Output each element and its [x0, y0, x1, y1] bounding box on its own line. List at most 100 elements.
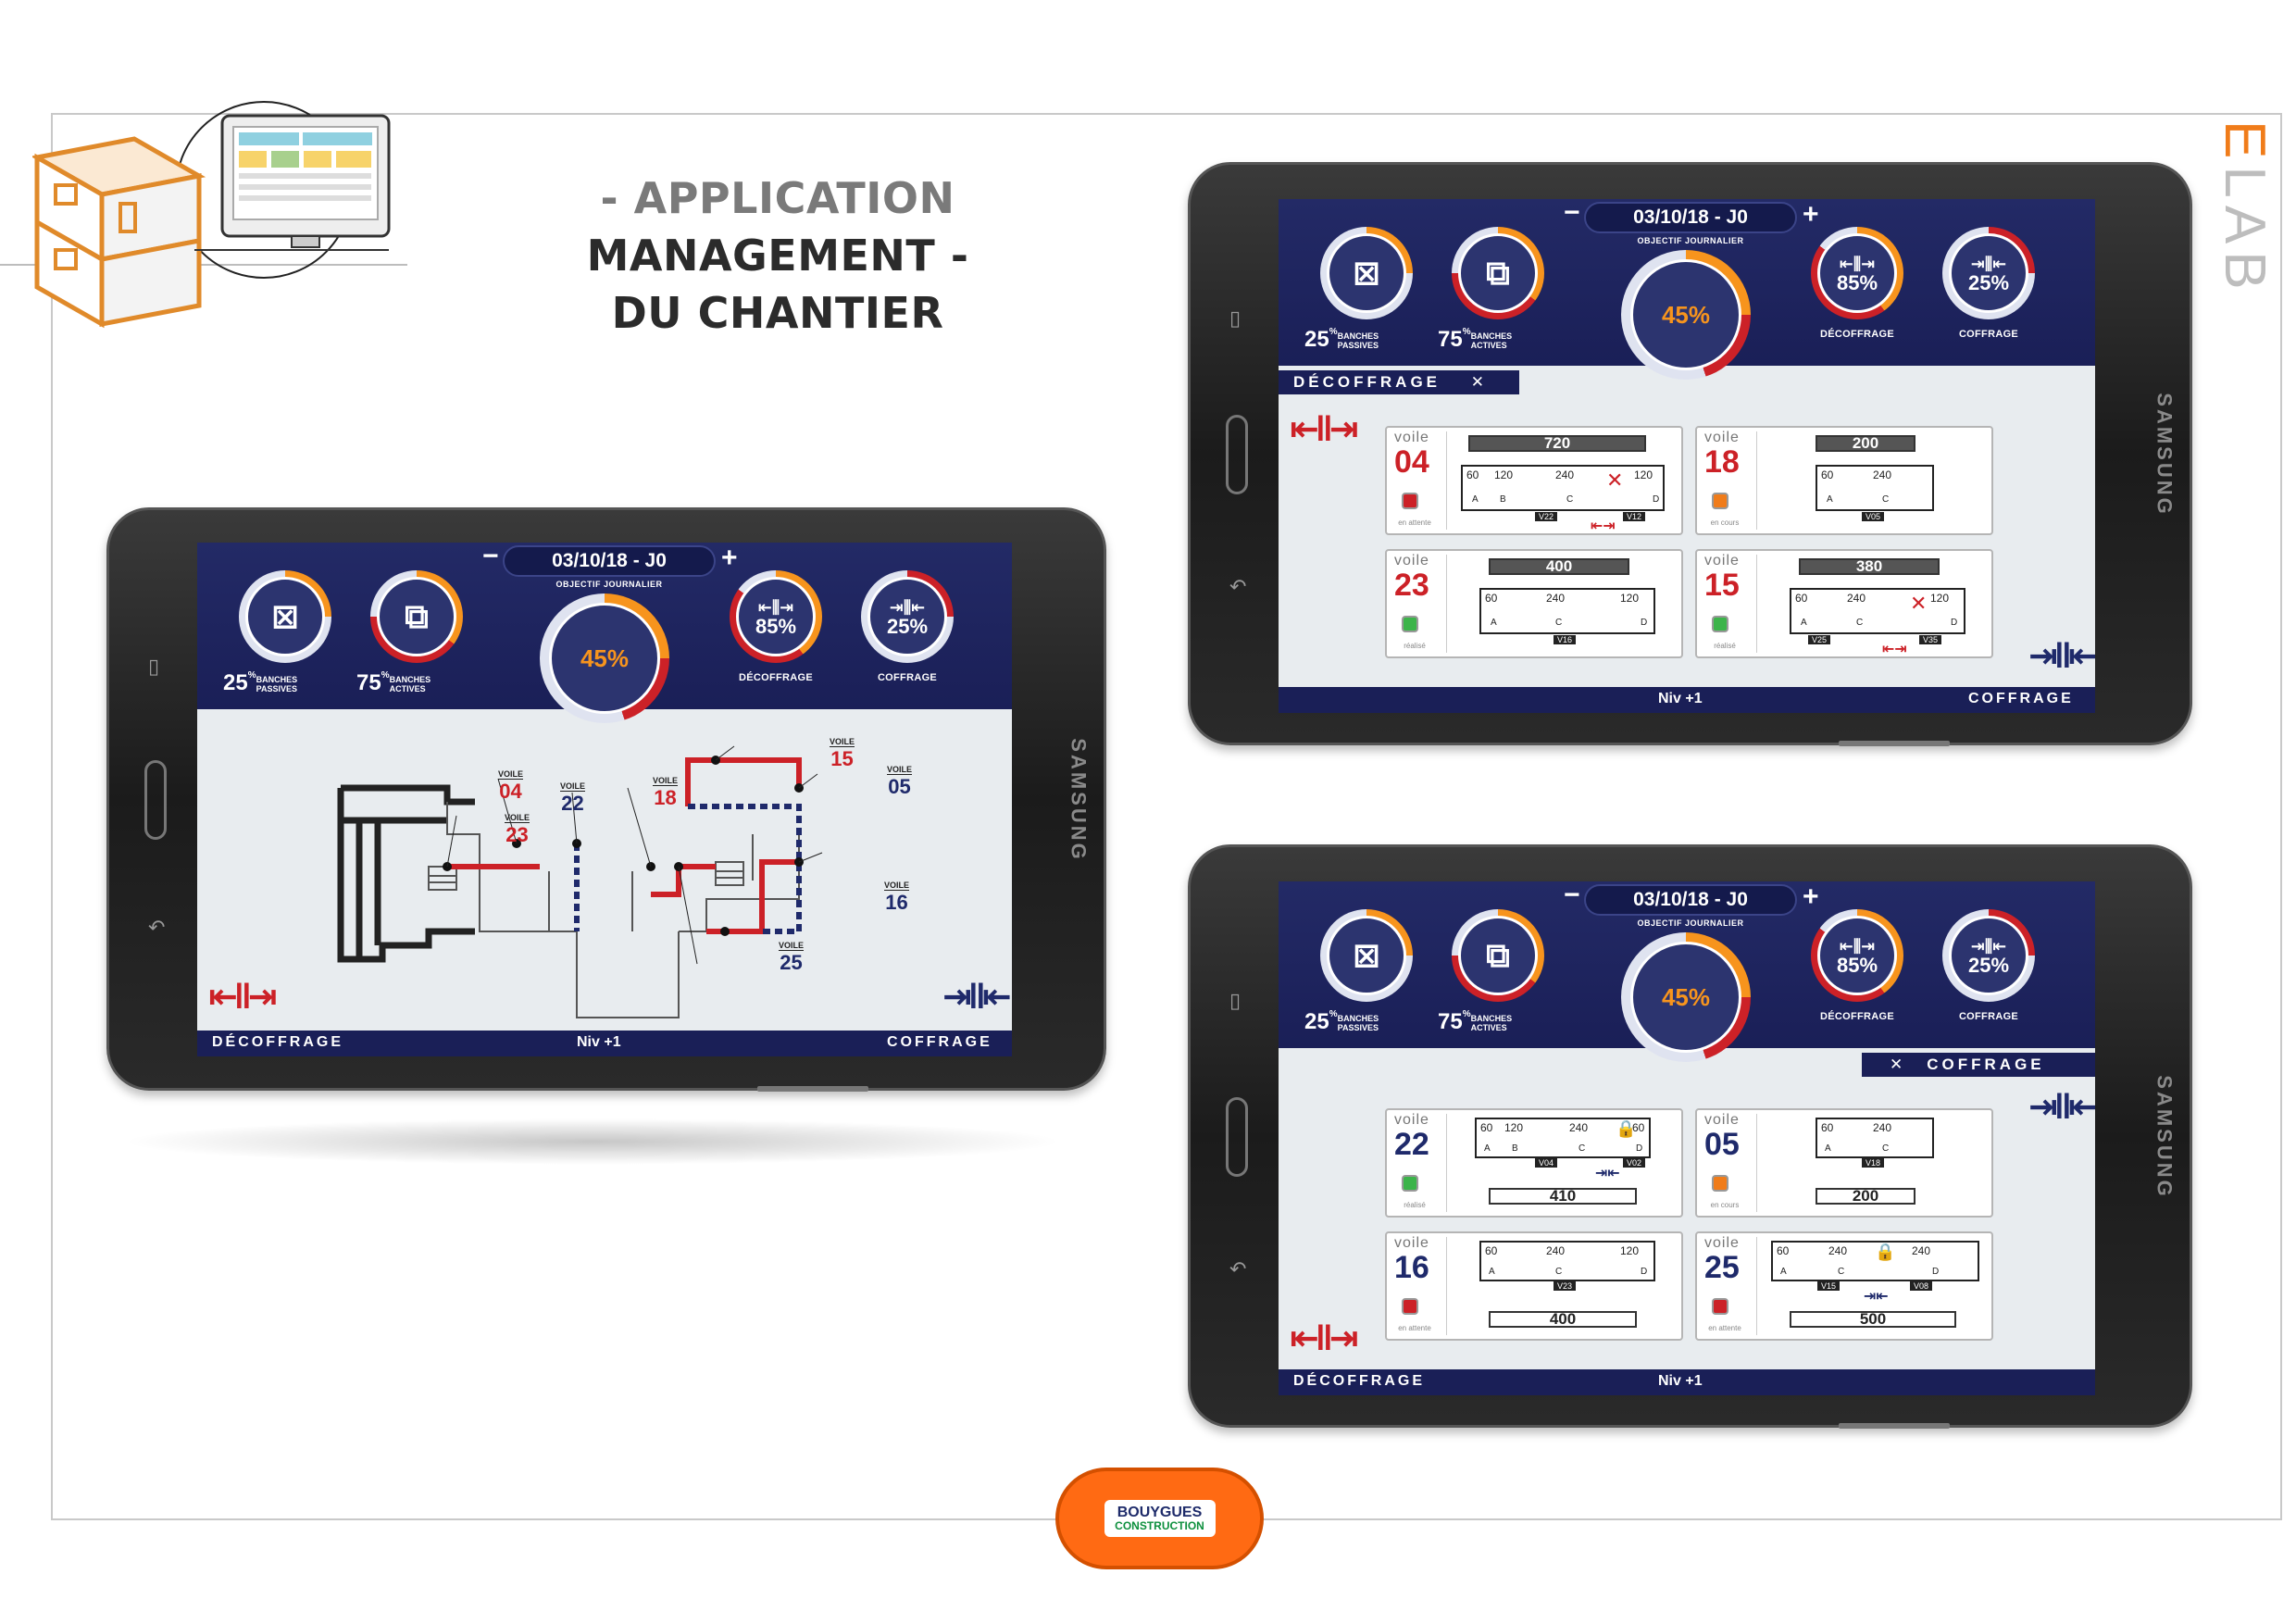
active-formwork-icon: ⧉	[405, 597, 429, 635]
tab-coffrage[interactable]: COFFRAGE	[887, 1034, 992, 1050]
date-pill[interactable]: 03/10/18 - J0	[503, 545, 716, 577]
objectif-gauge[interactable]: 45%	[1621, 932, 1751, 1062]
level-indicator[interactable]: Niv +1	[577, 1034, 621, 1050]
home-button[interactable]	[144, 760, 167, 840]
passives-gauge[interactable]: ⊠	[1320, 227, 1413, 319]
app-header: − 03/10/18 - J0 + OBJECTIF JOURNALIER ⊠ …	[197, 543, 1012, 723]
coffrage-gauge[interactable]: ⇥⫼⇤25%	[861, 570, 954, 663]
lock-icon[interactable]: 🔒	[1875, 1243, 1896, 1261]
date-pill[interactable]: 03/10/18 - J0	[1584, 884, 1797, 916]
decoffrage-gauge[interactable]: ⇤⫼⇥85%	[730, 570, 822, 663]
back-key[interactable]: ↶	[1229, 1257, 1247, 1280]
level-indicator[interactable]: Niv +1	[1658, 691, 1703, 706]
voile-18-wall	[651, 864, 716, 897]
home-button[interactable]	[1226, 1097, 1248, 1177]
panel-layout: 60 240 A C	[1816, 465, 1934, 511]
objectif-label: OBJECTIF JOURNALIER	[555, 580, 663, 589]
decoffrage-icon: ⇤⫼⇥	[757, 598, 794, 617]
back-key[interactable]: ↶	[1229, 575, 1247, 598]
decoffrage-icon: ⇤⫼⇥	[1839, 255, 1876, 273]
decoffrage-action-icon[interactable]: ⇤‖⇥	[208, 978, 278, 1017]
coffrage-action-icon[interactable]: ⇥‖⇤	[942, 978, 1012, 1017]
passive-formwork-icon: ⊠	[1352, 254, 1381, 292]
panel-layout: 60 240 120 A C D	[1479, 588, 1655, 634]
tab-coffrage[interactable]: COFFRAGE	[1968, 691, 2074, 706]
coffrage-gauge[interactable]: ⇥⫼⇤25%	[1942, 909, 2035, 1002]
length-bar: 200	[1816, 435, 1915, 452]
recent-apps-key[interactable]: ▯	[1229, 989, 1242, 1012]
level-indicator[interactable]: Niv +1	[1658, 1373, 1703, 1389]
decoffrage-gauge-label: DÉCOFFRAGE	[1820, 1011, 1894, 1022]
app-header: − 03/10/18 - J0 + OBJECTIF JOURNALIER ⊠ …	[1279, 199, 2095, 380]
voile-05-wall	[688, 804, 802, 934]
close-tab-icon[interactable]: ✕	[1470, 373, 1484, 391]
objectif-gauge[interactable]: 45%	[1621, 250, 1751, 380]
coffrage-action-icon[interactable]: ⇥‖⇤	[2028, 637, 2095, 676]
strip-arrow-icon: ⇤⇥	[1591, 518, 1616, 534]
panel-layout: 60 240 120 A C D ✕	[1790, 588, 1965, 634]
length-bar: 410	[1489, 1188, 1637, 1205]
recent-apps-key[interactable]: ▯	[148, 655, 160, 678]
passives-gauge[interactable]: ⊠	[239, 570, 331, 663]
status-dot-orange	[1712, 1175, 1728, 1192]
date-next-button[interactable]: +	[721, 543, 738, 573]
decoffrage-action-icon[interactable]: ⇤‖⇥	[1290, 410, 1359, 449]
decoffrage-gauge[interactable]: ⇤⫼⇥85%	[1811, 227, 1903, 319]
plan-screen: − 03/10/18 - J0 + OBJECTIF JOURNALIER ⊠ …	[197, 543, 1012, 1056]
actives-gauge[interactable]: ⧉	[1452, 227, 1544, 319]
voile-lower-wall	[706, 859, 799, 934]
active-tab-decoffrage[interactable]: DÉCOFFRAGE ✕	[1279, 370, 1519, 394]
passives-gauge[interactable]: ⊠	[1320, 909, 1413, 1002]
decoffrage-gauge-label: DÉCOFFRAGE	[739, 672, 813, 683]
back-key[interactable]: ↶	[148, 916, 166, 939]
tablet-brand: SAMSUNG	[1067, 738, 1091, 862]
tab-decoffrage[interactable]: DÉCOFFRAGE	[1293, 1373, 1425, 1389]
home-button[interactable]	[1226, 415, 1248, 494]
objectif-gauge[interactable]: 45%	[540, 593, 669, 723]
app-header: − 03/10/18 - J0 + OBJECTIF JOURNALIER ⊠ …	[1279, 881, 2095, 1062]
date-next-button[interactable]: +	[1803, 199, 1819, 230]
date-prev-button[interactable]: −	[1564, 199, 1580, 228]
remove-panel-icon[interactable]: ✕	[1606, 468, 1624, 492]
active-tab-coffrage[interactable]: ✕COFFRAGE	[1862, 1053, 2095, 1077]
decoffrage-gauge[interactable]: ⇤⫼⇥85%	[1811, 909, 1903, 1002]
lock-icon[interactable]: 🔒	[1616, 1119, 1637, 1138]
date-prev-button[interactable]: −	[1564, 881, 1580, 910]
panel-layout: 60 240 120 A C D	[1479, 1241, 1655, 1281]
remove-panel-icon[interactable]: ✕	[1910, 592, 1928, 615]
tablet-edge	[1839, 741, 1950, 746]
close-tab-icon[interactable]: ✕	[1890, 1056, 1903, 1073]
date-next-button[interactable]: +	[1803, 881, 1819, 912]
actives-gauge[interactable]: ⧉	[370, 570, 463, 663]
coffrage-icon: ⇥⫼⇤	[889, 598, 926, 617]
date-prev-button[interactable]: −	[482, 543, 499, 571]
decoffrage-action-icon[interactable]: ⇤‖⇥	[1290, 1319, 1359, 1358]
voile-15-wall	[685, 757, 802, 806]
date-pill[interactable]: 03/10/18 - J0	[1584, 202, 1797, 233]
objectif-icon: 45%	[580, 644, 630, 672]
length-bar: 720	[1468, 435, 1646, 452]
recent-apps-key[interactable]: ▯	[1229, 306, 1242, 330]
coffrage-action-icon[interactable]: ⇥‖⇤	[2028, 1088, 2095, 1127]
tab-decoffrage[interactable]: DÉCOFFRAGE	[212, 1034, 343, 1050]
actives-gauge[interactable]: ⧉	[1452, 909, 1544, 1002]
coffrage-gauge[interactable]: ⇥⫼⇤25%	[1942, 227, 2035, 319]
